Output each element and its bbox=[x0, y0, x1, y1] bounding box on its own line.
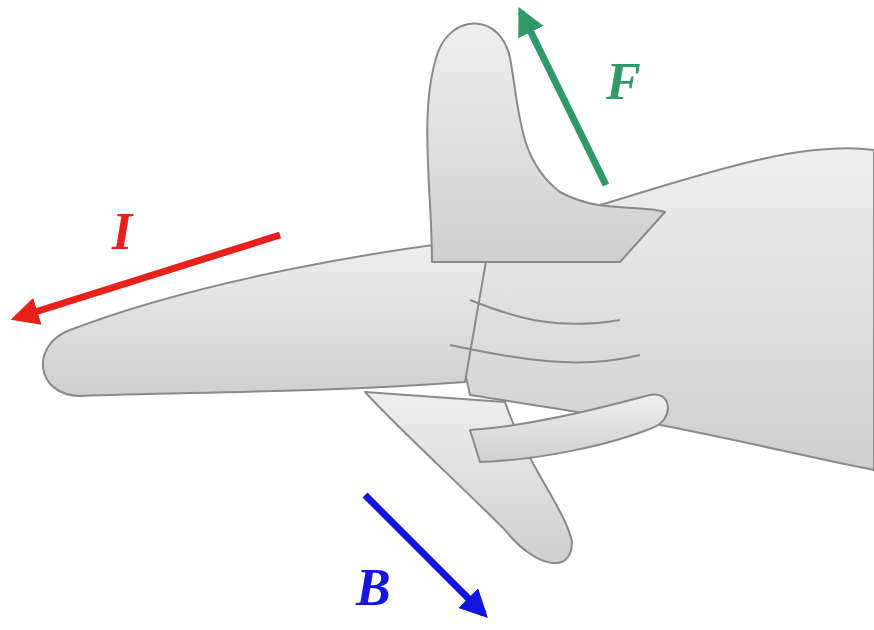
index-finger bbox=[43, 238, 490, 396]
force-label: F bbox=[606, 56, 641, 108]
current-label: I bbox=[112, 206, 132, 258]
field-label: B bbox=[356, 562, 391, 614]
hand bbox=[43, 23, 874, 563]
current-arrow bbox=[16, 235, 280, 318]
ring-finger bbox=[470, 394, 668, 462]
force-arrow bbox=[521, 12, 606, 185]
palm-crease bbox=[450, 300, 640, 362]
middle-finger bbox=[365, 392, 572, 563]
